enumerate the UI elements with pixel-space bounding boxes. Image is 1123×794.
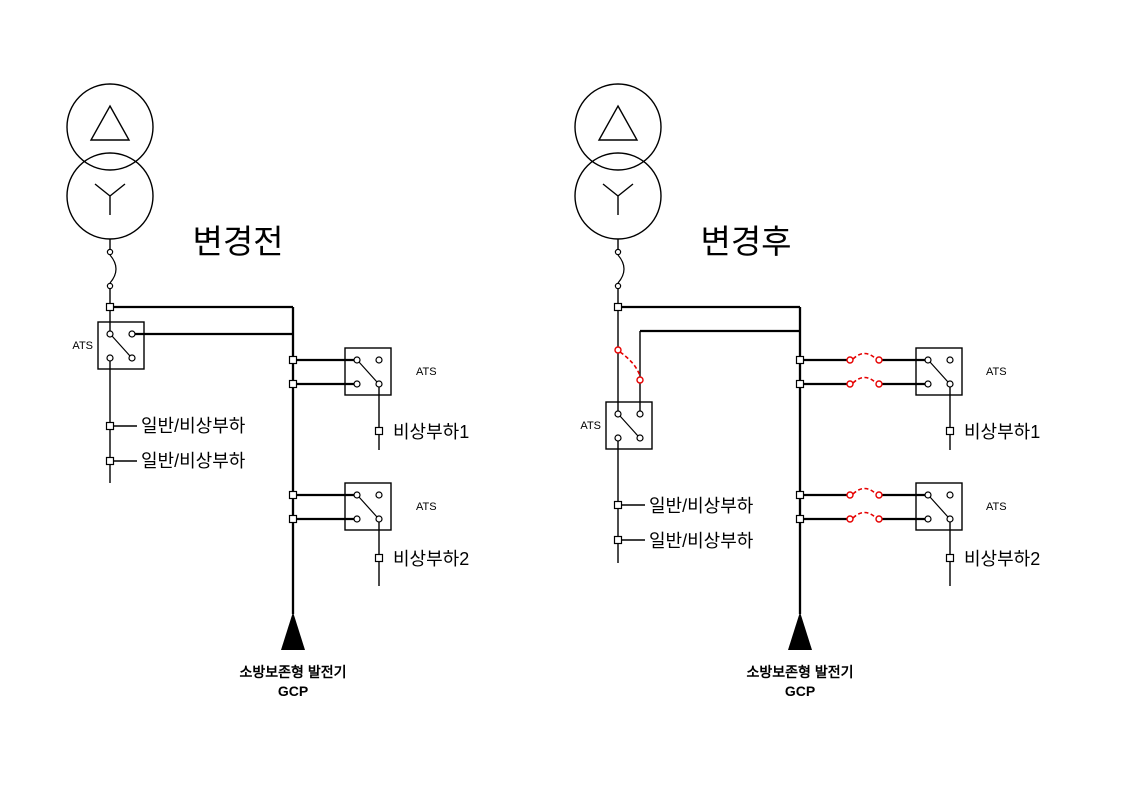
ats-label: ATS <box>986 366 1007 378</box>
panel-before: 변경전 ATS ATS ATS 일반/비상부하 일반/비상부하 비상부하1 비상… <box>66 83 469 699</box>
load-label: 비상부하1 <box>964 422 1040 442</box>
bus-node <box>105 302 115 312</box>
load-tap-node <box>613 535 623 545</box>
feeder-tap-node <box>288 514 298 524</box>
load-tap-node <box>945 426 955 436</box>
ats-switch-right-bottom-icon <box>344 482 392 531</box>
load-tap-node <box>613 500 623 510</box>
feeder-tap-node <box>795 490 805 500</box>
generator-panel-label: GCP <box>785 683 815 699</box>
load-tap-node <box>105 456 115 466</box>
feeder-tap-node <box>288 355 298 365</box>
ats-label: ATS <box>416 501 437 513</box>
ats-switch-right-top-icon <box>915 347 963 396</box>
bus-node <box>613 302 623 312</box>
ats-label: ATS <box>986 501 1007 513</box>
transformer-icon <box>574 83 662 240</box>
ats-switch-right-top-icon <box>344 347 392 396</box>
added-link-icon <box>846 376 883 388</box>
load-label: 비상부하2 <box>964 549 1040 569</box>
load-label: 일반/비상부하 <box>649 531 754 551</box>
disconnect-switch-icon <box>106 248 117 290</box>
feeder-tap-node <box>795 379 805 389</box>
ats-label: ATS <box>416 366 437 378</box>
load-tap-node <box>374 426 384 436</box>
ats-switch-right-bottom-icon <box>915 482 963 531</box>
panel-title: 변경후 <box>700 223 791 260</box>
wiring-after <box>617 239 951 614</box>
generator-panel-label: GCP <box>278 683 308 699</box>
added-link-icon <box>846 487 883 499</box>
load-label: 비상부하2 <box>393 549 469 569</box>
transformer-icon <box>66 83 154 240</box>
ats-label: ATS <box>580 420 601 432</box>
ats-switch-left-icon <box>97 321 145 370</box>
generator-icon <box>281 612 305 650</box>
ats-label: ATS <box>72 340 93 352</box>
panel-title: 변경전 <box>192 223 283 260</box>
added-link-icon <box>846 352 883 364</box>
generator-icon <box>788 612 812 650</box>
load-label: 일반/비상부하 <box>141 451 246 471</box>
load-label: 일반/비상부하 <box>649 496 754 516</box>
feeder-tap-node <box>288 379 298 389</box>
panel-after: 변경후 ATS ATS ATS 일반/비상부하 일반/비상부하 비상부하1 비상… <box>574 83 1040 699</box>
feeder-tap-node <box>795 355 805 365</box>
load-tap-node <box>945 553 955 563</box>
generator-label: 소방보존형 발전기 <box>240 664 347 680</box>
feeder-tap-node <box>288 490 298 500</box>
feeder-tap-node <box>795 514 805 524</box>
load-label: 비상부하1 <box>393 422 469 442</box>
added-link-icon <box>846 511 883 523</box>
generator-label: 소방보존형 발전기 <box>747 664 854 680</box>
disconnect-switch-icon <box>614 248 625 290</box>
ats-switch-left-icon <box>605 401 653 450</box>
load-label: 일반/비상부하 <box>141 416 246 436</box>
load-tap-node <box>374 553 384 563</box>
added-jumper-icon <box>614 346 644 384</box>
load-tap-node <box>105 421 115 431</box>
